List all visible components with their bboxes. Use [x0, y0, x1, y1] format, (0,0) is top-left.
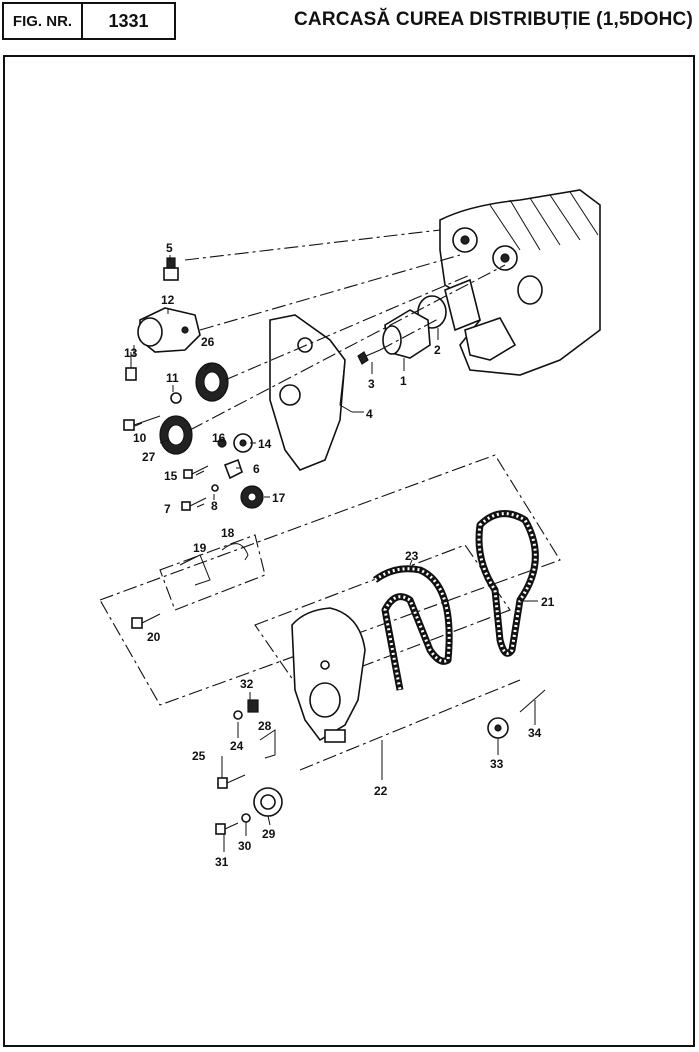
- callout-31: 31: [215, 855, 229, 869]
- callout-14: 14: [258, 437, 272, 451]
- callout-21: 21: [541, 595, 555, 609]
- part-17-pulley: [240, 485, 264, 509]
- callout-20: 20: [147, 630, 161, 644]
- callout-8: 8: [211, 499, 218, 513]
- fig-number: 1331: [108, 10, 149, 31]
- callout-19: 19: [193, 541, 207, 555]
- part-33-nut: [487, 717, 509, 739]
- part-32-nut: [247, 699, 259, 713]
- fig-label: FIG. NR.: [12, 12, 73, 30]
- part-5-stud: [163, 257, 179, 281]
- part-8-washer: [211, 484, 219, 492]
- callout-24: 24: [230, 739, 244, 753]
- dashline-stud: [184, 229, 441, 261]
- callout-26: 26: [201, 335, 215, 349]
- callout-28: 28: [258, 719, 272, 733]
- part-26-cam-gear: [195, 362, 229, 402]
- engine-block: [439, 189, 601, 376]
- part-18-clip: [221, 543, 249, 561]
- callout-17: 17: [272, 491, 286, 505]
- callout-7: 7: [164, 502, 171, 516]
- dashline-front-cover: [299, 679, 521, 771]
- dashline-tensioner: [199, 254, 461, 331]
- page-title: CARCASĂ CUREA DISTRIBUȚIE (1,5DOHC): [294, 9, 693, 30]
- callout-1: 1: [400, 374, 407, 388]
- callout-12: 12: [161, 293, 175, 307]
- part-13-bolt: [125, 352, 137, 381]
- callout-10: 10: [133, 431, 147, 445]
- callout-22: 22: [374, 784, 388, 798]
- part-21-belt: [475, 510, 539, 657]
- callout-32: 32: [240, 677, 254, 691]
- part-20-bolt: [131, 613, 161, 629]
- part-10-bolt: [123, 415, 161, 431]
- callout-16: 16: [212, 431, 226, 445]
- diagram-frame: [3, 55, 695, 1047]
- part-19-clip: [179, 554, 211, 586]
- part-4-rear-cover: [269, 314, 353, 471]
- part-23-belt: [372, 565, 453, 691]
- callout-13: 13: [124, 346, 138, 360]
- part-30-washer: [241, 813, 251, 823]
- callout-30: 30: [238, 839, 252, 853]
- leader-lines: [133, 255, 538, 852]
- part-31-bolt: [215, 822, 239, 835]
- callout-18: 18: [221, 526, 235, 540]
- part-29-crank-pulley: [253, 787, 283, 817]
- part-22-front-cover: [291, 607, 366, 743]
- callout-33: 33: [490, 757, 504, 771]
- callout-27: 27: [142, 450, 156, 464]
- dashline-pump: [379, 317, 441, 351]
- dashline-camgear2: [189, 264, 506, 431]
- callout-4: 4: [366, 407, 373, 421]
- part-28-bracket: [259, 729, 276, 759]
- callout-5: 5: [166, 241, 173, 255]
- callout-25: 25: [192, 749, 206, 763]
- part-1-water-pump: [382, 309, 431, 359]
- fig-number-box: 1331: [81, 2, 176, 40]
- dashline-camgear1: [224, 274, 471, 381]
- part-14-pulley: [233, 433, 253, 453]
- callout-3: 3: [368, 377, 375, 391]
- part-24-washer: [233, 710, 243, 720]
- callout-15: 15: [164, 469, 178, 483]
- callout-23: 23: [405, 549, 419, 563]
- part-12-tensioner: [137, 307, 201, 353]
- dashline-group-clips: [159, 534, 266, 611]
- callout-6: 6: [253, 462, 260, 476]
- dashline-group-front: [254, 544, 511, 691]
- callout-34: 34: [528, 726, 542, 740]
- dashline-group-rear: [99, 454, 561, 706]
- part-7-bolt: [181, 497, 207, 511]
- part-6-bracket: [223, 458, 243, 480]
- callout-29: 29: [262, 827, 276, 841]
- part-3-bolt: [357, 349, 381, 365]
- callout-11: 11: [166, 371, 179, 385]
- part-15-bolt: [183, 465, 209, 479]
- part-11-washer: [170, 392, 182, 404]
- part-34-stud: [519, 689, 546, 713]
- part-27-cam-gear: [159, 415, 193, 455]
- callout-2: 2: [434, 343, 441, 357]
